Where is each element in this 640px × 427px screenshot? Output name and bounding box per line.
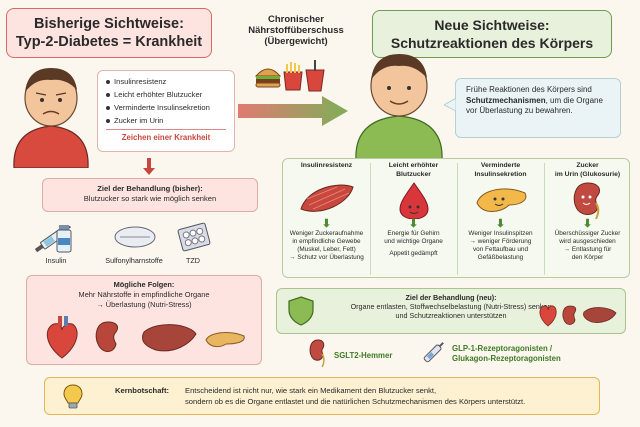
speech-tail-icon (444, 98, 456, 112)
mechanism-text: wird ausgeschieden (559, 238, 616, 245)
healthy-organs-icons (539, 305, 617, 327)
pen-injector-icon (423, 342, 444, 363)
down-arrow-icon: ⬇ (321, 218, 332, 230)
glp1-line2: Glukagon-Rezeptoragonisten (452, 354, 561, 363)
drug-insulin-label: Insulin (45, 256, 67, 265)
down-arrow-icon (143, 158, 155, 175)
center-line1: Chronischer (268, 14, 324, 25)
mechanism-title: Leicht erhöhter (388, 162, 439, 169)
consequences-title: Mögliche Folgen: (113, 280, 175, 289)
kidney-drug-icon (309, 339, 325, 368)
mechanism-text: Appetit gedämpft (389, 250, 438, 257)
pancreas-smile-icon (475, 188, 526, 212)
mechanism-text: (Muskel, Leber, Fett) (297, 246, 356, 253)
person-worried-icon (13, 68, 89, 168)
heart-icon (46, 316, 78, 359)
key-message-line2: sondern ob es die Organe entlastet und d… (185, 396, 526, 406)
symptom-item: Verminderte Insulinsekretion (106, 103, 226, 112)
insulin-vial-icon (56, 225, 72, 253)
drug-sulfonyl-label: Sulfonylharnstoffe (105, 256, 163, 265)
tablet-icon (114, 226, 156, 248)
center-line3: (Übergewicht) (264, 36, 328, 47)
blister-pack-icon (177, 222, 211, 252)
fastfood-icon (254, 60, 325, 92)
mechanism-title: Insulinresistenz (300, 162, 353, 169)
speech-text-bold: Schutzmechanismen (466, 95, 546, 105)
title-new-view: Neue Sichtweise: Schutzreaktionen des Kö… (372, 10, 612, 58)
title-new-line2: Schutzreaktionen des Körpers (390, 35, 594, 51)
liver-icon (142, 324, 197, 352)
kidney-icon (95, 321, 119, 352)
down-arrow-icon: ⬇ (582, 218, 593, 230)
goal-new-title: Ziel der Behandlung (neu): (405, 293, 497, 302)
mechanism-column: Insulinresistenz ⬇ Weniger Zuckeraufnahm… (283, 159, 370, 279)
speech-bubble: Frühe Reaktionen des Körpers sind Schutz… (455, 78, 621, 138)
key-message-label: Kernbotschaft: (115, 386, 170, 395)
speech-text-post: , um die Organe vor Überlastung zu bewah… (466, 95, 603, 116)
title-old-line2: Typ-2-Diabetes = Krankheit (15, 34, 203, 50)
pancreas-icon (205, 332, 245, 348)
center-line2: Nährstoffüberschuss (248, 25, 344, 36)
mechanism-title: Verminderte (480, 162, 521, 169)
title-old-view: Bisherige Sichtweise: Typ-2-Diabetes = K… (6, 8, 212, 58)
mechanism-text: den Körper (571, 254, 604, 261)
key-message-line1: Entscheidend ist nicht nur, wie stark ei… (185, 386, 437, 395)
mechanism-text: und wichtige Organe (384, 238, 443, 245)
kidney-smile-icon (573, 182, 600, 219)
goal-old-text: Blutzucker so stark wie möglich senken (83, 194, 217, 203)
mechanism-title-2: Blutzucker (396, 170, 431, 178)
drug-tzd-label: TZD (186, 256, 200, 265)
key-message-text: Entscheidend ist nicht nur, wie stark ei… (185, 386, 595, 407)
mechanism-text: Gefäßbelastung (477, 254, 524, 261)
mechanism-text: von Fettaufbau und (472, 246, 529, 253)
mechanism-text: → Schutz vor Überlastung (289, 254, 364, 261)
mechanism-text: → weniger Förderung (469, 238, 532, 245)
down-arrow-icon: ⬇ (408, 218, 419, 230)
speech-text-pre: Frühe Reaktionen des Körpers sind (466, 85, 592, 94)
sglt2-label: SGLT2-Hemmer (334, 351, 393, 360)
mechanism-title-2: im Urin (Glukosurie) (554, 170, 621, 178)
title-old-line1: Bisherige Sichtweise: (34, 16, 184, 32)
title-new-line1: Neue Sichtweise: (434, 17, 550, 33)
blood-drop-icon (398, 182, 429, 219)
lightbulb-icon (63, 384, 83, 409)
glp1-label: GLP-1-Rezeptoragonisten / Glukagon-Rezep… (452, 344, 561, 364)
shield-icon (288, 296, 314, 326)
consequences-line2: → Überlastung (Nutri-Stress) (96, 300, 192, 309)
goal-old-box: Ziel der Behandlung (bisher): Blutzucker… (42, 178, 258, 212)
disease-sign-label: Zeichen einer Krankheit (106, 129, 226, 142)
muscle-icon (299, 184, 354, 212)
mechanism-title-2: Insulinsekretion (474, 170, 527, 178)
mechanism-text: Weniger Zuckeraufnahme (289, 230, 364, 237)
consequences-line1: Mehr Nährstoffe in empfindliche Organe (78, 290, 210, 299)
mechanism-text: Energie für Gehirn (387, 230, 440, 237)
stressed-organs-icons (46, 316, 245, 359)
goal-new-line2: und Schutzreaktionen unterstützen (395, 311, 507, 320)
protective-mechanisms-panel: Insulinresistenz ⬇ Weniger Zuckeraufnahm… (282, 158, 630, 278)
mechanism-text: Überschüssiger Zucker (554, 230, 621, 237)
goal-new-line1: Organe entlasten, Stoffwechselbelastung … (350, 302, 552, 311)
key-message-box: Kernbotschaft: Entscheidend ist nicht nu… (44, 377, 600, 415)
heart-icon (539, 305, 557, 327)
center-caption: Chronischer Nährstoffüberschuss (Übergew… (238, 14, 354, 47)
kidney-icon (562, 305, 577, 325)
down-arrow-icon: ⬇ (495, 218, 506, 230)
mechanism-text: Weniger Insulinspitzen (468, 230, 533, 237)
symptom-item: Zucker im Urin (106, 116, 226, 125)
symptom-item: Insulinresistenz (106, 77, 226, 86)
goal-old-title: Ziel der Behandlung (bisher): (97, 184, 203, 193)
liver-icon (583, 307, 617, 323)
glp1-line1: GLP-1-Rezeptoragonisten / (452, 344, 553, 353)
transition-arrow-icon (238, 96, 348, 126)
symptom-list: Insulinresistenz Leicht erhöhter Blutzuc… (97, 70, 235, 152)
mechanism-text: in empfindliche Gewebe (292, 238, 361, 245)
symptom-item: Leicht erhöhter Blutzucker (106, 90, 226, 99)
mechanism-title: Zucker (576, 162, 599, 169)
person-calm-icon (355, 54, 443, 160)
mechanism-text: → Entlastung für (563, 246, 612, 253)
